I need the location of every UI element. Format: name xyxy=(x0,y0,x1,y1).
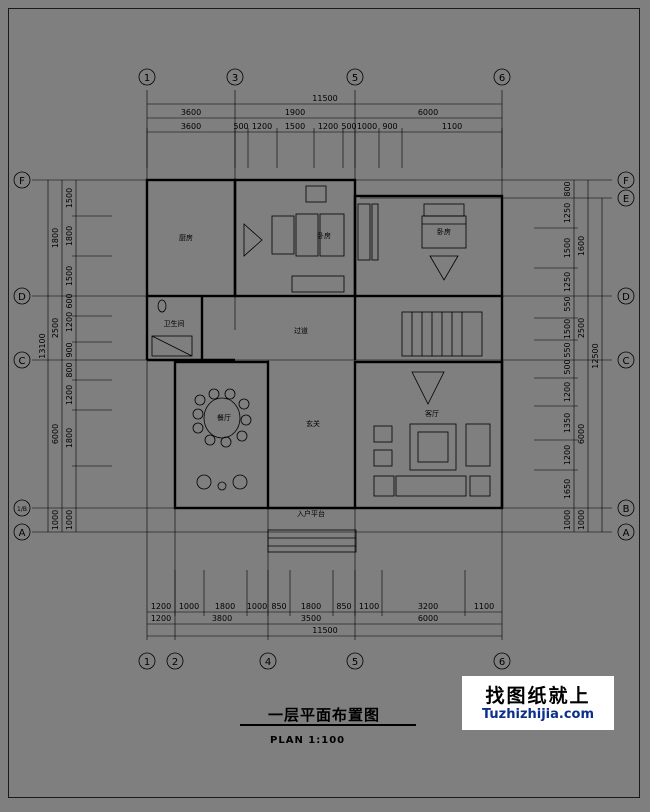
dim-bot2-3: 3500 xyxy=(301,614,321,623)
axis-bottom-5: 5 xyxy=(352,657,358,668)
axis-right-B: B xyxy=(623,504,630,515)
dim-right-1: 800 xyxy=(563,181,572,196)
dim-left-3: 1500 xyxy=(65,266,74,286)
axis-bottom-2: 2 xyxy=(172,657,178,668)
dim-bot1-2: 1000 xyxy=(179,602,199,611)
room-bedroom-right: 卧房 xyxy=(437,227,451,236)
dim-left-2: 1800 xyxy=(65,226,74,246)
axis-right-E: E xyxy=(623,194,629,205)
axis-top-5: 5 xyxy=(352,73,358,84)
dim-top2-2: 1900 xyxy=(285,108,305,117)
drawing-title: 一层平面布置图 xyxy=(268,706,381,724)
dim-bot1-7: 850 xyxy=(336,602,351,611)
dim-top3-1: 3600 xyxy=(181,122,201,131)
dim-right-13: 1000 xyxy=(563,510,572,530)
dim-top3-9: 1100 xyxy=(442,122,462,131)
axis-bottom-4: 4 xyxy=(265,657,271,668)
dim-left-7: 800 xyxy=(65,362,74,377)
room-living: 客厅 xyxy=(425,409,439,418)
dim-right-mid-3: 6000 xyxy=(577,424,586,444)
axis-left-1B: 1/B xyxy=(17,506,27,513)
dim-right-11: 1200 xyxy=(563,445,572,465)
dim-bot1-3: 1800 xyxy=(215,602,235,611)
dim-left-mid-4: 1000 xyxy=(51,510,60,530)
room-entrance: 入户平台 xyxy=(297,509,325,518)
dim-left-10: 1000 xyxy=(65,510,74,530)
axis-top-6: 6 xyxy=(499,73,505,84)
axis-bottom-6: 6 xyxy=(499,657,505,668)
axis-right-D: D xyxy=(622,292,630,303)
dim-top2-3: 6000 xyxy=(418,108,438,117)
dim-right-10: 1350 xyxy=(563,413,572,433)
dim-right-3: 1500 xyxy=(563,238,572,258)
drawing-frame xyxy=(8,8,640,798)
room-bathroom: 卫生间 xyxy=(164,319,185,328)
dim-right-8: 500 xyxy=(563,359,572,374)
title-underline xyxy=(240,724,416,726)
dim-bot1-4: 1000 xyxy=(247,602,267,611)
axis-bottom-1: 1 xyxy=(144,657,150,668)
room-hall: 玄关 xyxy=(306,419,320,428)
axis-left-D: D xyxy=(18,292,26,303)
dim-right-4: 1250 xyxy=(563,272,572,292)
dim-bot-total: 11500 xyxy=(312,626,337,635)
dim-right-9: 1200 xyxy=(563,382,572,402)
dim-bot1-1: 1200 xyxy=(151,602,171,611)
dim-right-12: 1650 xyxy=(563,479,572,499)
dim-top3-6: 500 xyxy=(341,122,356,131)
dim-bot2-1: 1200 xyxy=(151,614,171,623)
axis-right-F: F xyxy=(623,176,629,187)
watermark-url: Tuzhizhijia.com xyxy=(481,707,595,722)
room-kitchen: 厨房 xyxy=(179,233,193,242)
dim-bot1-5: 850 xyxy=(271,602,286,611)
dim-bot1-6: 1800 xyxy=(301,602,321,611)
watermark-box: 找图纸就上 Tuzhizhijia.com xyxy=(462,676,614,730)
axis-top-3: 3 xyxy=(232,73,238,84)
dim-right-mid-2: 2500 xyxy=(577,318,586,338)
dim-top3-3: 1200 xyxy=(252,122,272,131)
dim-left-mid-3: 6000 xyxy=(51,424,60,444)
dim-left-4: 600 xyxy=(65,293,74,308)
dim-left-5: 1200 xyxy=(65,312,74,332)
dim-top3-7: 1000 xyxy=(357,122,377,131)
axis-left-A: A xyxy=(19,528,26,539)
dim-top-total: 11500 xyxy=(312,94,337,103)
dim-right-7: 550 xyxy=(563,342,572,357)
watermark-chinese: 找图纸就上 xyxy=(485,685,591,707)
room-bedroom-left: 卧房 xyxy=(317,231,331,240)
dim-right-mid-4: 1000 xyxy=(577,510,586,530)
axis-right-C: C xyxy=(623,356,630,367)
axis-left-F: F xyxy=(19,176,25,187)
dim-left-1: 1500 xyxy=(65,188,74,208)
dim-right-total: 12500 xyxy=(591,343,600,368)
dim-right-2: 1250 xyxy=(563,203,572,223)
dim-bot1-9: 3200 xyxy=(418,602,438,611)
dim-left-mid-1: 1800 xyxy=(51,228,60,248)
dim-bot2-2: 3800 xyxy=(212,614,232,623)
dim-left-total: 13100 xyxy=(38,333,47,358)
dim-bot1-10: 1100 xyxy=(474,602,494,611)
room-dining: 餐厅 xyxy=(217,413,231,422)
axis-right-A: A xyxy=(623,528,630,539)
dim-left-9: 1800 xyxy=(65,428,74,448)
dim-left-6: 900 xyxy=(65,342,74,357)
dim-bot2-4: 6000 xyxy=(418,614,438,623)
dim-top3-5: 1200 xyxy=(318,122,338,131)
axis-left-C: C xyxy=(19,356,26,367)
dim-right-5: 550 xyxy=(563,296,572,311)
drawing-scale: PLAN 1:100 xyxy=(270,735,346,746)
dim-top3-4: 1500 xyxy=(285,122,305,131)
dim-right-6: 1500 xyxy=(563,319,572,339)
room-corridor: 过道 xyxy=(294,326,308,335)
axis-top-1: 1 xyxy=(144,73,150,84)
dim-left-8: 1200 xyxy=(65,385,74,405)
dim-top2-1: 3600 xyxy=(181,108,201,117)
dim-left-mid-2: 2500 xyxy=(51,318,60,338)
dim-bot1-8: 1100 xyxy=(359,602,379,611)
dim-top3-2: 500 xyxy=(233,122,248,131)
dim-right-mid-1: 1600 xyxy=(577,236,586,256)
dim-top3-8: 900 xyxy=(382,122,397,131)
